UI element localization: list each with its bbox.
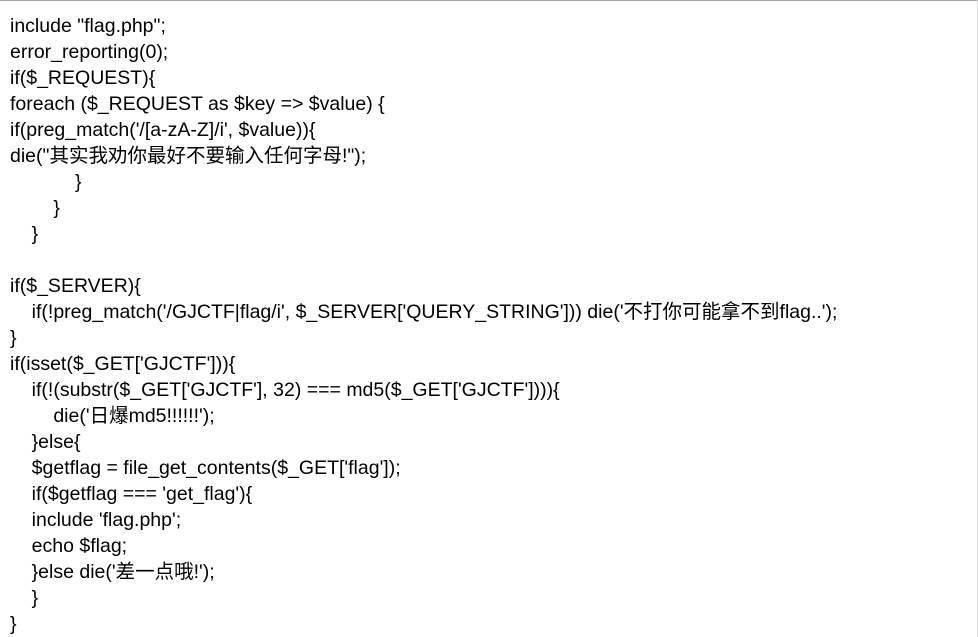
code-line: foreach ($_REQUEST as $key => $value) {: [10, 93, 385, 115]
code-line: }: [10, 327, 17, 349]
code-line: include 'flag.php';: [10, 509, 182, 531]
code-line: if(!preg_match('/GJCTF|flag/i', $_SERVER…: [10, 301, 838, 323]
code-line: }: [10, 197, 60, 219]
window-top-border: [0, 0, 978, 1]
code-line: if($getflag === 'get_flag'){: [10, 483, 253, 505]
code-line: if(isset($_GET['GJCTF'])){: [10, 353, 236, 375]
code-line: $getflag = file_get_contents($_GET['flag…: [10, 457, 401, 479]
code-line: if(preg_match('/[a-zA-Z]/i', $value)){: [10, 119, 316, 141]
code-line: error_reporting(0);: [10, 41, 169, 63]
code-line: echo $flag;: [10, 535, 128, 557]
code-line: }else die('差一点哦!');: [10, 561, 215, 583]
code-line: if(!(substr($_GET['GJCTF'], 32) === md5(…: [10, 379, 560, 401]
code-line: if($_REQUEST){: [10, 67, 156, 89]
code-line: [10, 247, 970, 273]
code-line: }: [10, 613, 17, 635]
code-line: }: [10, 587, 39, 609]
php-source-code: include "flag.php"; error_reporting(0); …: [10, 13, 970, 637]
code-line: }else{: [10, 431, 81, 453]
code-line: die("其实我劝你最好不要输入任何字母!");: [10, 145, 367, 167]
code-line: if($_SERVER){: [10, 275, 141, 297]
code-line: }: [10, 171, 82, 193]
code-line: die('日爆md5!!!!!!');: [10, 405, 215, 427]
code-line: include "flag.php";: [10, 15, 166, 37]
code-line: }: [10, 223, 39, 245]
